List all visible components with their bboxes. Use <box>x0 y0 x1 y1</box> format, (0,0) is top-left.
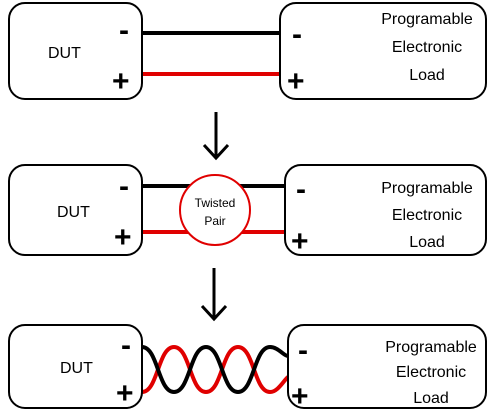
load-negative-terminal: - <box>298 334 308 367</box>
load-label-line-3: Load <box>413 390 449 407</box>
down-arrow-icon <box>200 268 228 322</box>
load-positive-terminal: + <box>291 225 309 258</box>
load-label-line-1: Programable <box>381 180 473 197</box>
load-label-line-1: Programable <box>381 11 473 28</box>
negative-twisted-wire <box>141 344 289 395</box>
load-label-line-1: Programable <box>385 339 477 356</box>
dut-label: DUT <box>57 204 90 221</box>
positive-twisted-wire <box>141 344 290 395</box>
load-positive-terminal: + <box>291 380 309 413</box>
load-box <box>279 2 487 100</box>
load-negative-terminal: - <box>292 18 302 51</box>
load-box <box>287 324 487 409</box>
dut-box <box>8 164 143 256</box>
dut-negative-terminal: - <box>119 14 129 47</box>
load-label-line-3: Load <box>409 67 445 84</box>
load-box <box>284 164 487 256</box>
dut-label: DUT <box>60 360 93 377</box>
stage-2-twisted-pair-callout: DUT - + - + Programable Electronic Load … <box>8 164 487 258</box>
down-arrow-icon <box>202 112 230 161</box>
load-label-line-2: Electronic <box>396 364 466 381</box>
dut-positive-terminal: + <box>116 377 134 410</box>
dut-box <box>8 324 143 409</box>
stage-1-separate-wires: DUT - + - + Programable Electronic Load <box>8 2 487 100</box>
twisted-pair-label-line-2: Pair <box>204 214 225 228</box>
load-label-line-2: Electronic <box>392 39 462 56</box>
twisted-pair-highlight-circle <box>179 174 251 246</box>
load-label-line-3: Load <box>409 234 445 251</box>
dut-negative-terminal: - <box>121 329 131 362</box>
twisted-pair-label-line-1: Twisted <box>195 196 236 210</box>
load-negative-terminal: - <box>296 173 306 206</box>
dut-positive-terminal: + <box>114 221 132 254</box>
dut-box <box>8 2 143 100</box>
load-label-line-2: Electronic <box>392 207 462 224</box>
dut-positive-terminal: + <box>112 65 130 98</box>
stage-3-twisted-wires: DUT - + - + Programable Electronic Load <box>8 324 487 413</box>
load-positive-terminal: + <box>287 65 305 98</box>
dut-label: DUT <box>48 45 81 62</box>
dut-negative-terminal: - <box>119 170 129 203</box>
